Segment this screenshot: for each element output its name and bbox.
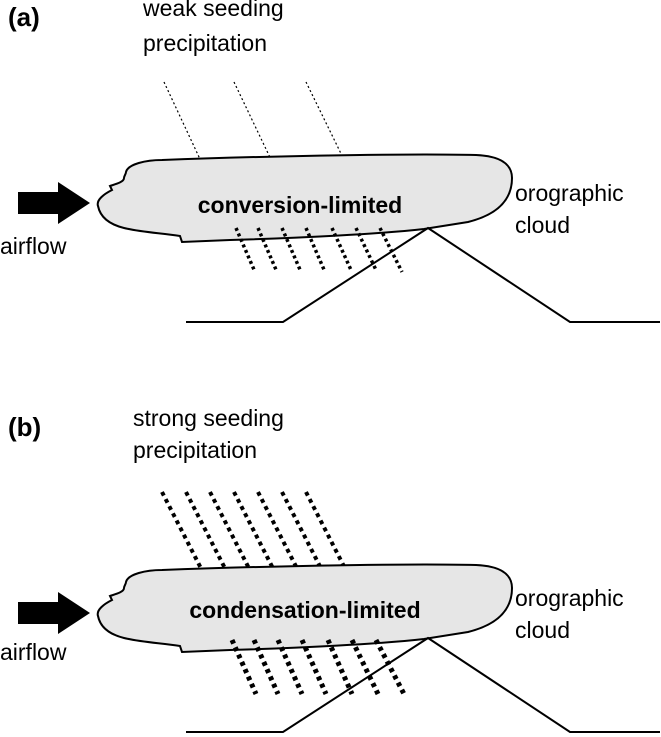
- side-label-line1: orographic: [515, 585, 624, 611]
- precip-streak: [349, 638, 381, 696]
- surface-precipitation-streaks: [229, 638, 407, 696]
- mountain-profile: [185, 227, 661, 323]
- seeding-streak: [160, 491, 212, 587]
- airflow-arrow-icon: [18, 592, 90, 634]
- precip-streak: [256, 227, 279, 273]
- seeding-precipitation-streaks: [163, 81, 351, 173]
- side-label-line1: orographic: [515, 180, 624, 206]
- precip-streak: [234, 227, 257, 273]
- panel-label: (a): [8, 2, 40, 32]
- seeding-streak: [305, 81, 351, 173]
- precip-streak: [229, 638, 259, 696]
- precip-streak: [251, 638, 281, 696]
- seeding-streak: [280, 491, 332, 587]
- seeding-streak: [184, 491, 236, 587]
- precip-streak: [299, 638, 329, 696]
- seeding-streak: [256, 491, 308, 587]
- side-label-line2: cloud: [515, 617, 570, 643]
- precip-streak: [275, 638, 305, 696]
- cloud-regime-label: conversion-limited: [198, 192, 402, 218]
- panel-a: (a) weak seeding precipitation conversio…: [0, 0, 661, 323]
- airflow-label: airflow: [0, 639, 67, 665]
- airflow-label: airflow: [0, 233, 67, 259]
- mountain-profile: [185, 637, 661, 733]
- surface-precipitation-streaks: [234, 227, 404, 273]
- seeding-streak: [304, 491, 356, 587]
- seeding-streak: [163, 81, 207, 173]
- precipitation-label-line2: precipitation: [133, 437, 257, 463]
- seeding-streak: [232, 491, 284, 587]
- precip-streak: [330, 227, 353, 271]
- precip-streak: [378, 227, 404, 273]
- precipitation-label-line1: strong seeding: [133, 405, 284, 431]
- side-label-line2: cloud: [515, 212, 570, 238]
- precipitation-label-line1: weak seeding: [142, 0, 284, 21]
- precip-streak: [304, 227, 327, 273]
- seeding-streak: [208, 491, 260, 587]
- seeding-precipitation-streaks: [160, 491, 356, 587]
- precip-streak: [354, 227, 378, 271]
- precip-streak: [280, 227, 303, 273]
- seeding-streak: [233, 81, 277, 171]
- panel-label: (b): [8, 412, 41, 442]
- cloud-regime-label: condensation-limited: [189, 597, 420, 623]
- precip-streak: [325, 638, 355, 696]
- airflow-arrow-icon: [18, 182, 90, 224]
- precip-streak: [373, 638, 407, 696]
- panel-b: (b) strong seeding precipitation condens…: [0, 405, 661, 733]
- precipitation-label-line2: precipitation: [143, 30, 267, 56]
